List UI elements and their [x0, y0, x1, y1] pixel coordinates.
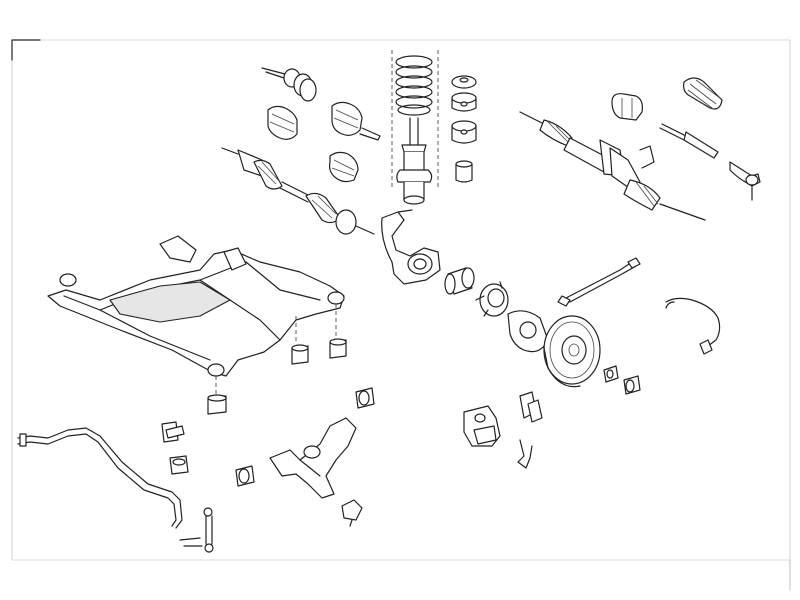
abs-sensor-cable [557, 257, 641, 307]
drive-shaft-boot-left [267, 105, 298, 140]
wheel-bearing [444, 267, 475, 295]
brake-hose [665, 297, 721, 355]
stabilizer-link [179, 507, 214, 553]
stabilizer-bar [17, 427, 183, 529]
steering-knuckle [381, 209, 441, 285]
tie-rod [659, 123, 719, 159]
subframe [47, 235, 345, 398]
drive-shaft-joint-boot-top [261, 67, 317, 102]
steering-rack [519, 111, 706, 221]
subframe-bushing-1 [291, 344, 309, 365]
ball-joint [341, 499, 363, 527]
drive-shaft [221, 147, 375, 235]
frame-marks [11, 39, 791, 591]
control-arm-bushing-b [235, 465, 255, 487]
brake-shield [507, 310, 549, 353]
brake-disc [543, 315, 601, 388]
stabilizer-bushing-1 [161, 421, 185, 443]
cv-joint-boot [331, 101, 381, 141]
control-arm [269, 417, 357, 499]
hub-nut [603, 365, 619, 383]
rack-mount-bushing [611, 93, 643, 121]
brake-caliper [463, 405, 501, 447]
stabilizer-bushing-2 [169, 455, 189, 475]
boot-small [329, 151, 359, 183]
shock-absorber [396, 117, 433, 205]
bushing-right [623, 375, 641, 395]
subframe-bushing-3 [207, 394, 227, 415]
strut-mount [451, 75, 477, 183]
tie-rod-end [729, 161, 761, 201]
control-arm-bushing-a [355, 387, 375, 409]
subframe-bushing-2 [329, 338, 347, 359]
brake-pads [517, 391, 543, 469]
rack-boot [683, 77, 723, 110]
wheel-hub [475, 281, 509, 317]
coil-spring [391, 50, 439, 190]
